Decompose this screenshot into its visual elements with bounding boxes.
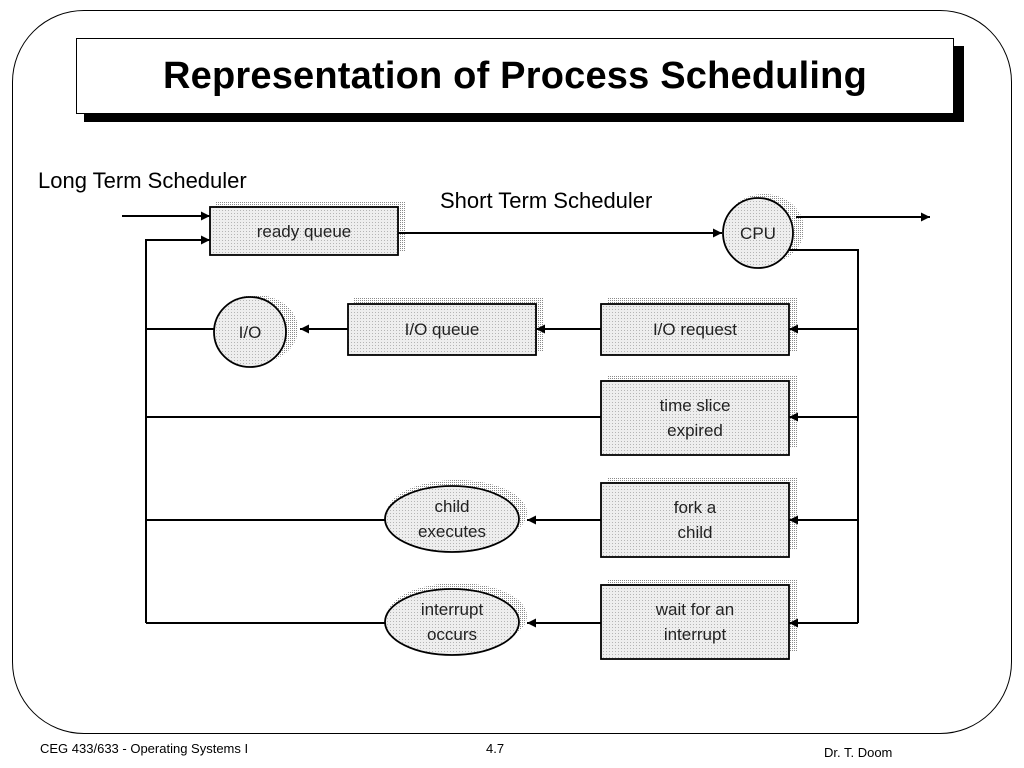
left-return-line <box>145 235 210 623</box>
node-shapes <box>209 197 794 660</box>
io-request-label: I/O request <box>652 320 738 339</box>
cpu-circle <box>722 197 794 269</box>
time-slice-label: time slice expired <box>659 396 731 440</box>
wait-interrupt-label: wait for an interrupt <box>655 600 735 644</box>
footer-author: Dr. T. Doom <box>824 745 893 760</box>
io-request-box <box>600 303 790 356</box>
io-circle <box>213 296 287 368</box>
ready-queue-label: ready queue <box>256 221 352 241</box>
short-term-scheduler-label: Short Term Scheduler <box>440 188 653 213</box>
wait-interrupt-box <box>600 584 790 660</box>
io-label: I/O <box>238 322 262 342</box>
cpu-return-line <box>785 249 859 623</box>
cpu-label: CPU <box>740 223 776 243</box>
interrupt-occurs-label: interrupt occurs <box>420 600 484 644</box>
time-slice-box <box>600 380 790 456</box>
footer-page-number: 4.7 <box>486 741 505 756</box>
slide-frame <box>12 10 1012 734</box>
ready-queue-box <box>209 206 399 256</box>
fork-child-box <box>600 482 790 558</box>
long-term-scheduler-label: Long Term Scheduler <box>38 168 247 193</box>
fork-child-label: fork a child <box>673 498 717 542</box>
child-executes-ellipse <box>384 485 520 553</box>
connector-lines <box>122 211 930 628</box>
child-executes-label: child executes <box>417 497 487 541</box>
io-queue-label: I/O queue <box>404 320 480 339</box>
io-queue-box <box>347 303 537 356</box>
footer-course: CEG 433/633 - Operating Systems I <box>40 741 249 756</box>
title-box: Representation of Process Scheduling <box>76 38 954 114</box>
interrupt-occurs-ellipse <box>384 588 520 656</box>
page-title: Representation of Process Scheduling <box>162 54 868 97</box>
